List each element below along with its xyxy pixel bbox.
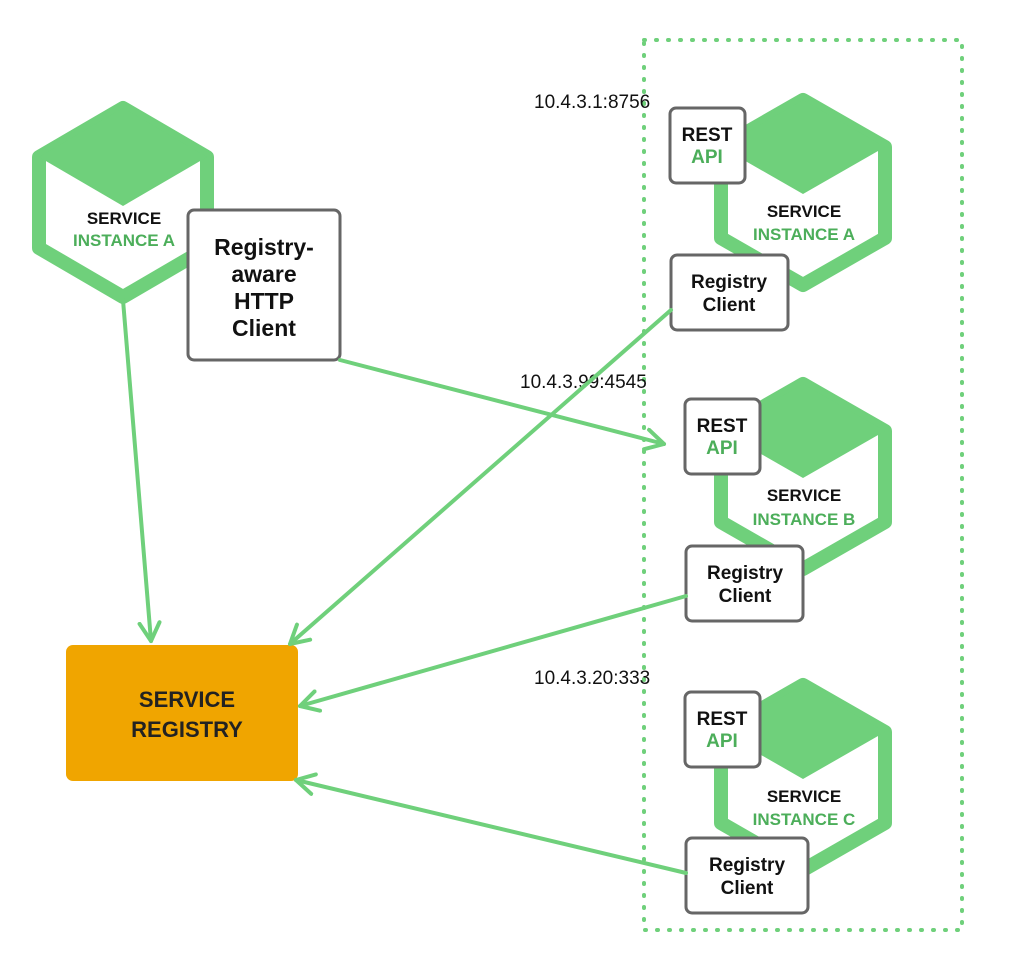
service-registry-box <box>66 645 298 781</box>
instance-name-label: INSTANCE C <box>753 810 856 829</box>
http-client-text-4: Client <box>232 315 296 341</box>
registry-client-label-2: Client <box>703 295 756 316</box>
instance-c-to-registry-arrow <box>294 772 688 875</box>
registry-client-label-2: Client <box>721 878 774 899</box>
service-instance-a: 10.4.3.1:8756 SERVICE INSTANCE A REST AP… <box>534 92 892 332</box>
service-instance-c: 10.4.3.20:333 SERVICE INSTANCE C REST AP… <box>534 668 892 915</box>
instance-hexagon-top <box>721 384 885 478</box>
service-registry: SERVICE REGISTRY <box>66 645 298 781</box>
rest-api-label: REST <box>697 709 748 730</box>
instance-hexagon-top <box>721 685 885 779</box>
instance-b-to-registry-arrow <box>298 594 688 713</box>
registry-client-label-1: Registry <box>691 272 767 293</box>
http-client-text-3: HTTP <box>234 288 294 314</box>
rest-api-sublabel: API <box>706 731 738 752</box>
http-client-text-2: aware <box>231 261 296 287</box>
rest-api-sublabel: API <box>691 147 723 168</box>
instance-service-label: SERVICE <box>767 486 841 505</box>
instance-name-label: INSTANCE B <box>753 510 856 529</box>
registry-client-label-2: Client <box>719 586 772 607</box>
client-service-instance: SERVICE INSTANCE A <box>32 101 214 304</box>
instance-address: 10.4.3.99:4545 <box>520 372 647 393</box>
client-hexagon-top <box>39 108 207 206</box>
rest-api-sublabel: API <box>706 438 738 459</box>
registry-client-label-1: Registry <box>707 563 783 584</box>
instance-service-label: SERVICE <box>767 202 841 221</box>
rest-api-box <box>668 106 747 185</box>
instance-name-label: INSTANCE A <box>753 225 855 244</box>
service-registry-label-1: SERVICE <box>139 687 235 712</box>
http-client-to-instance-b-arrow <box>338 358 666 452</box>
registry-client-box <box>684 544 805 623</box>
http-client-text-1: Registry- <box>214 234 314 260</box>
client-service-instance-label: INSTANCE A <box>73 231 175 250</box>
registry-client-box <box>669 253 790 332</box>
instance-hexagon-top <box>721 100 885 194</box>
registry-client-label-1: Registry <box>709 855 785 876</box>
client-to-registry-arrow <box>121 298 162 643</box>
rest-api-label: REST <box>697 416 748 437</box>
rest-api-label: REST <box>682 125 733 146</box>
instance-address: 10.4.3.1:8756 <box>534 92 650 113</box>
registry-aware-http-client: Registry- aware HTTP Client <box>186 208 342 362</box>
rest-api-box <box>683 690 762 769</box>
registry-client-box <box>684 836 810 915</box>
instance-service-label: SERVICE <box>767 787 841 806</box>
http-client-box <box>186 208 342 362</box>
rest-api-box <box>683 397 762 476</box>
instance-address: 10.4.3.20:333 <box>534 668 650 689</box>
service-registry-label-2: REGISTRY <box>131 717 243 742</box>
instances-boundary <box>642 38 964 932</box>
instance-a-to-registry-arrow <box>288 308 673 646</box>
client-service-label: SERVICE <box>87 209 161 228</box>
service-instance-b: 10.4.3.99:4545 SERVICE INSTANCE B REST A… <box>520 372 892 623</box>
